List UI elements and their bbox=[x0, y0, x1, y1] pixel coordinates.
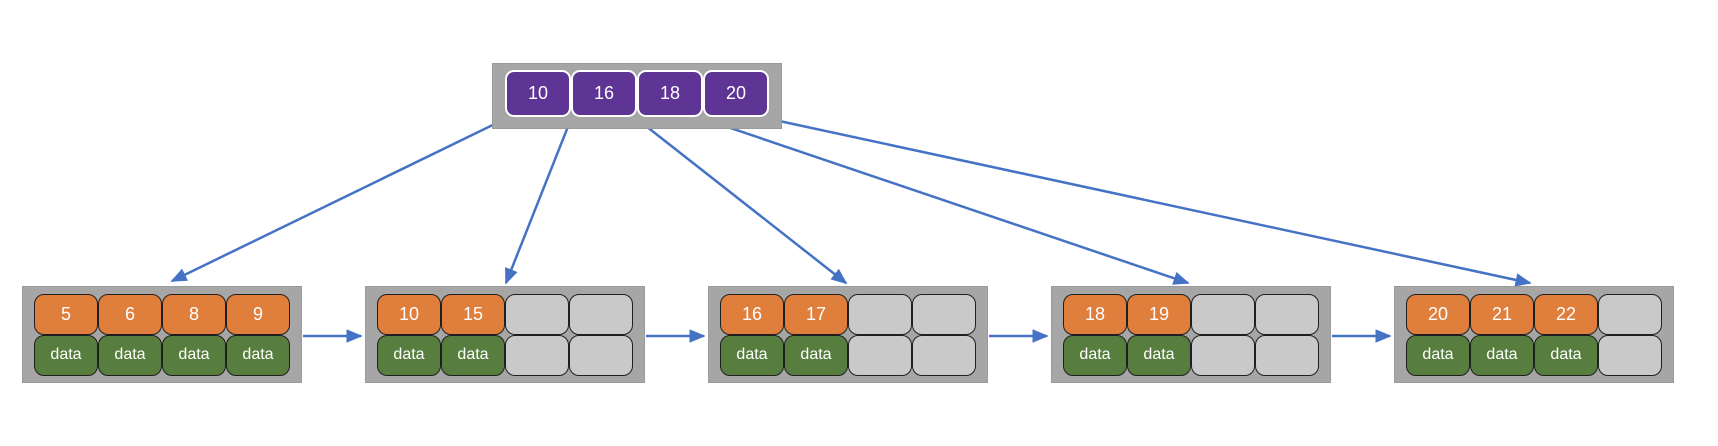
leaf-data-cell: data bbox=[162, 334, 226, 376]
leaf-key-cell: 21 bbox=[1470, 293, 1534, 335]
leaf-key-cell: 22 bbox=[1534, 293, 1598, 335]
empty-key-slot bbox=[1191, 293, 1255, 335]
leaf-data-cell: data bbox=[1470, 334, 1534, 376]
root-key-cell: 16 bbox=[571, 70, 637, 117]
leaf-data-cell: data bbox=[720, 334, 784, 376]
empty-data-slot bbox=[505, 334, 569, 376]
leaf-data-cell: data bbox=[1127, 334, 1191, 376]
leaf-key-cell: 20 bbox=[1406, 293, 1470, 335]
leaf-key-cell: 17 bbox=[784, 293, 848, 335]
root-pointer-arrow bbox=[769, 117, 1532, 287]
leaf-data-cell: data bbox=[1534, 334, 1598, 376]
empty-key-slot bbox=[912, 293, 976, 335]
empty-data-slot bbox=[1598, 334, 1662, 376]
root-key-cell: 10 bbox=[505, 70, 571, 117]
leaf-data-cell: data bbox=[377, 334, 441, 376]
root-pointer-arrow bbox=[703, 117, 1190, 285]
empty-data-slot bbox=[1255, 334, 1319, 376]
root-pointer-arrow bbox=[504, 118, 573, 285]
empty-key-slot bbox=[1598, 293, 1662, 335]
empty-key-slot bbox=[505, 293, 569, 335]
leaf-data-cell: data bbox=[34, 334, 98, 376]
empty-data-slot bbox=[1191, 334, 1255, 376]
empty-data-slot bbox=[912, 334, 976, 376]
root-key-cell: 18 bbox=[637, 70, 703, 117]
leaf-data-cell: data bbox=[1406, 334, 1470, 376]
empty-data-slot bbox=[569, 334, 633, 376]
leaf-data-cell: data bbox=[98, 334, 162, 376]
leaf-key-cell: 6 bbox=[98, 293, 162, 335]
root-pointer-arrow bbox=[636, 118, 848, 285]
leaf-key-cell: 5 bbox=[34, 293, 98, 335]
root-key-cell: 20 bbox=[703, 70, 769, 117]
leaf-key-cell: 16 bbox=[720, 293, 784, 335]
leaf-key-cell: 19 bbox=[1127, 293, 1191, 335]
empty-data-slot bbox=[848, 334, 912, 376]
leaf-key-cell: 15 bbox=[441, 293, 505, 335]
leaf-data-cell: data bbox=[1063, 334, 1127, 376]
leaf-data-cell: data bbox=[441, 334, 505, 376]
leaf-data-cell: data bbox=[226, 334, 290, 376]
leaf-key-cell: 10 bbox=[377, 293, 441, 335]
root-pointer-arrow bbox=[170, 117, 506, 283]
leaf-key-cell: 18 bbox=[1063, 293, 1127, 335]
empty-key-slot bbox=[1255, 293, 1319, 335]
empty-key-slot bbox=[848, 293, 912, 335]
empty-key-slot bbox=[569, 293, 633, 335]
leaf-key-cell: 9 bbox=[226, 293, 290, 335]
leaf-key-cell: 8 bbox=[162, 293, 226, 335]
leaf-data-cell: data bbox=[784, 334, 848, 376]
